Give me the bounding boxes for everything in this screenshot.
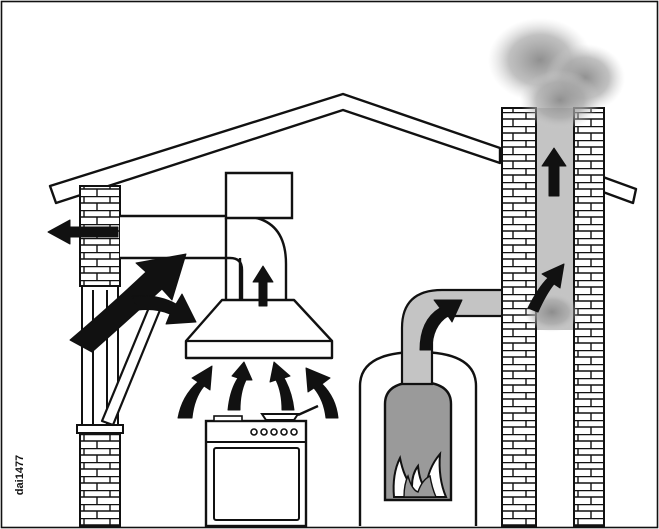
smoke-icon <box>488 18 625 332</box>
chimney <box>501 107 605 527</box>
stove-knob-icon <box>250 428 298 436</box>
exhaust-out-arrow <box>47 219 119 245</box>
flue-draft-arrow <box>419 299 463 351</box>
incoming-air-arrow-lower <box>131 293 197 325</box>
hood-up-arrow <box>252 265 274 307</box>
figure-code: dai1477 <box>14 454 26 496</box>
arrow-icon <box>47 147 567 419</box>
pan-icon <box>260 404 319 421</box>
cooking-fumes-arrow-3 <box>269 361 295 411</box>
hood-chimney-cover <box>224 171 294 220</box>
stove <box>204 415 308 528</box>
roof <box>48 92 502 205</box>
chimney-draft-arrow-upper <box>541 147 567 197</box>
flame-icon <box>392 451 448 498</box>
cooking-fumes-arrow-4 <box>305 367 339 419</box>
chimney-draft-arrow-lower <box>527 263 565 313</box>
incoming-air-arrow-upper <box>69 253 187 353</box>
cooking-fumes-arrow-2 <box>227 361 253 411</box>
cooking-fumes-arrow-1 <box>177 365 213 419</box>
